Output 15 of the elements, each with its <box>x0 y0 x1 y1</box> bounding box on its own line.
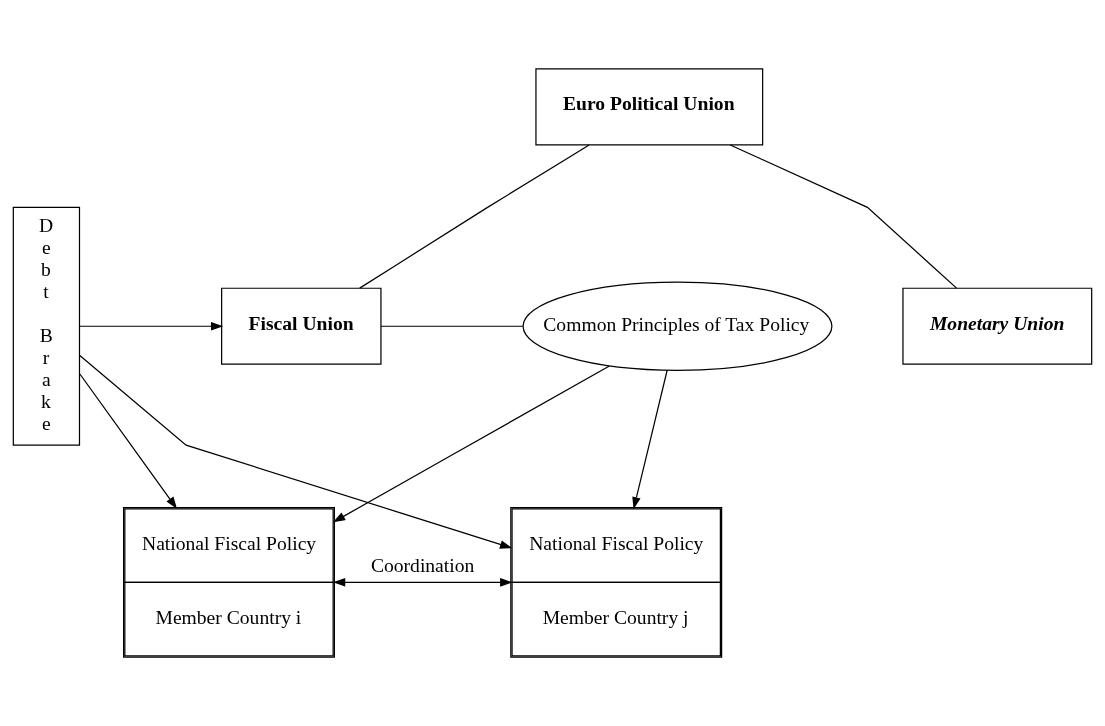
arrow <box>78 321 224 331</box>
connector <box>729 144 958 289</box>
arrow <box>78 354 513 549</box>
node-ellipse: Common Principles of Tax Policy <box>522 281 833 371</box>
arrow <box>79 373 178 509</box>
edge-label: Coordination <box>370 555 475 577</box>
connector <box>359 144 590 289</box>
arrow <box>332 365 610 523</box>
node-box: Monetary Union <box>902 287 1093 365</box>
node-box: Euro Political Union <box>535 68 764 146</box>
connector <box>380 325 524 327</box>
arrow <box>632 369 668 510</box>
arrow <box>332 578 513 587</box>
node-box: Debt Brake <box>12 206 81 446</box>
node-box: Fiscal Union <box>221 287 382 365</box>
